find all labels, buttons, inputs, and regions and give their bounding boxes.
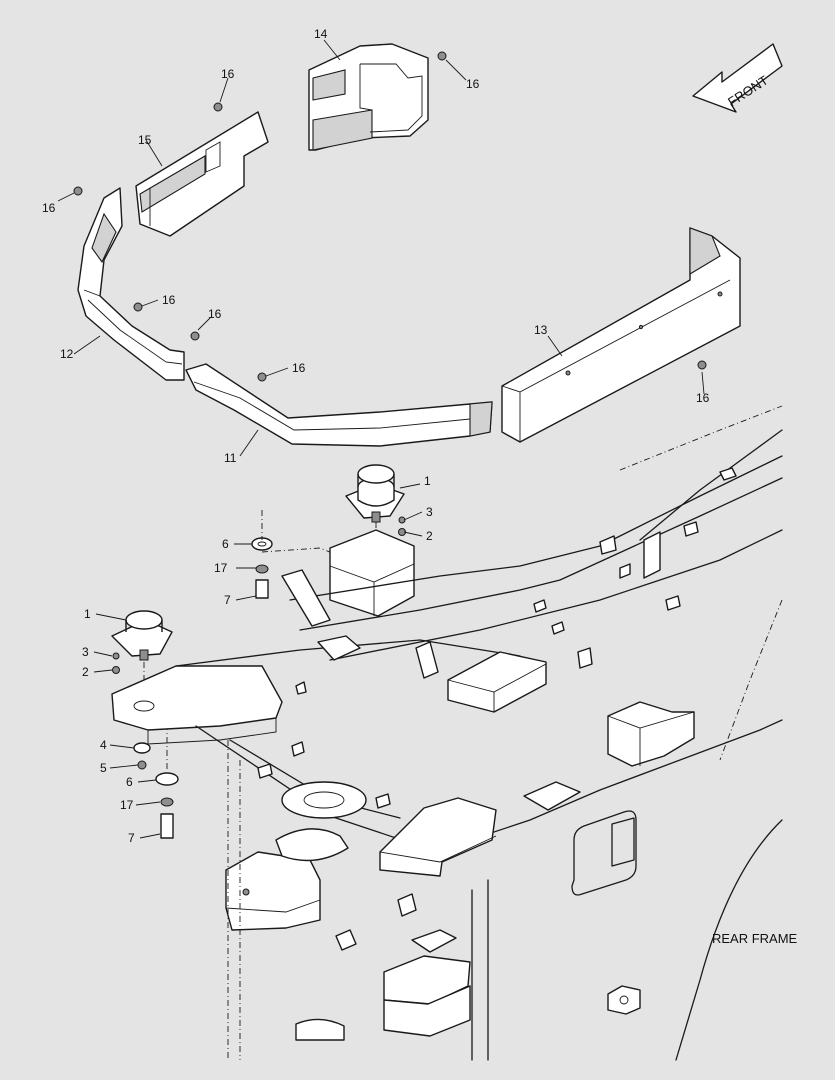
callout-3-a: 3 bbox=[426, 505, 433, 519]
callout-7-a: 7 bbox=[224, 593, 231, 607]
callout-16-b: 16 bbox=[221, 67, 235, 81]
cover-part-14 bbox=[308, 43, 429, 151]
callout-15: 15 bbox=[138, 133, 152, 147]
callout-6-b: 6 bbox=[126, 775, 133, 789]
callout-16-a: 16 bbox=[466, 77, 480, 91]
guard-part-12 bbox=[77, 187, 185, 381]
callout-17-a: 17 bbox=[214, 561, 228, 575]
rear-frame bbox=[111, 405, 783, 1061]
callout-6-a: 6 bbox=[222, 537, 229, 551]
frame-hardware bbox=[257, 467, 737, 951]
callout-7-b: 7 bbox=[128, 831, 135, 845]
callout-1-a: 1 bbox=[424, 474, 431, 488]
callout-2-a: 2 bbox=[426, 529, 433, 543]
mount-assembly-lower bbox=[111, 610, 179, 839]
callout-11: 11 bbox=[224, 451, 237, 465]
leader-lines bbox=[57, 39, 705, 839]
callout-4: 4 bbox=[100, 738, 107, 752]
callout-14: 14 bbox=[314, 27, 328, 41]
mount-assembly-upper bbox=[251, 464, 406, 599]
callout-2-b: 2 bbox=[82, 665, 89, 679]
callout-5: 5 bbox=[100, 761, 107, 775]
callout-16-d: 16 bbox=[162, 293, 176, 307]
callout-16-c: 16 bbox=[42, 201, 56, 215]
callout-16-e: 16 bbox=[208, 307, 222, 321]
callout-17-b: 17 bbox=[120, 798, 134, 812]
callout-16-f: 16 bbox=[292, 361, 306, 375]
callout-1-b: 1 bbox=[84, 607, 91, 621]
bolt-16-icons bbox=[73, 51, 707, 382]
guard-part-11 bbox=[185, 363, 493, 447]
panel-part-13 bbox=[501, 227, 741, 443]
callout-13: 13 bbox=[534, 323, 548, 337]
callout-12: 12 bbox=[60, 347, 74, 361]
rear-frame-label: REAR FRAME bbox=[712, 931, 798, 946]
callouts: 14 16 16 15 16 16 16 16 12 11 13 16 1 3 … bbox=[42, 27, 710, 845]
callout-3-b: 3 bbox=[82, 645, 89, 659]
front-arrow-icon: FRONT bbox=[692, 43, 783, 113]
callout-16-g: 16 bbox=[696, 391, 710, 405]
cover-part-15 bbox=[135, 111, 269, 237]
